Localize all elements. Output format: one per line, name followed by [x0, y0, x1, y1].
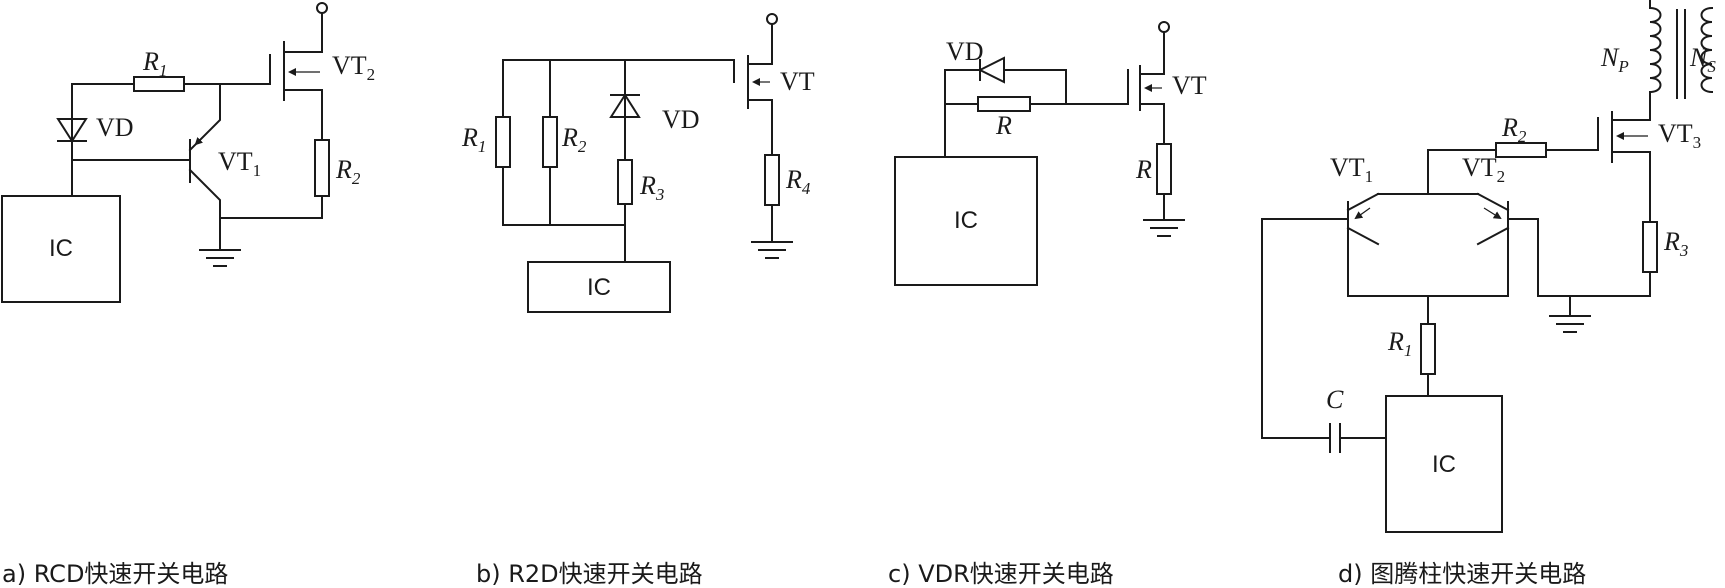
r2-label-b: R2: [561, 123, 587, 156]
ic-label-b: IC: [587, 274, 611, 301]
wire-d-cap-loop: [1261, 218, 1331, 439]
diode-vd-a: [56, 118, 88, 143]
r2-label-a: R2: [335, 155, 361, 188]
wire-a-left: [71, 83, 133, 161]
wire-c-diode-left: [944, 69, 981, 105]
ic-label-d: IC: [1432, 451, 1456, 478]
ic-label-c: IC: [954, 207, 978, 234]
ic-block-c: [894, 156, 1038, 286]
panel-a: IC VD R1 VT1: [1, 2, 375, 588]
vt-label-b: VT: [780, 67, 815, 96]
resistor-r3-d: [1642, 221, 1658, 273]
resistor-r-c: [977, 96, 1031, 112]
caption-b: b) R2D快速开关电路: [476, 560, 703, 588]
caption-d: d) 图腾柱快速开关电路: [1338, 560, 1586, 588]
vt1-label-a: VT1: [218, 147, 261, 180]
transistor-vt1-d: [1261, 192, 1380, 246]
vd-label-c: VD: [946, 37, 984, 66]
wire-c-diode-right: [1003, 69, 1067, 105]
resistor-r1-d: [1420, 323, 1436, 375]
resistor-r1-b: [495, 116, 511, 168]
mosfet-vt-c: [1127, 21, 1170, 145]
caption-c: c) VDR快速开关电路: [888, 560, 1114, 588]
vt3-label-d: VT3: [1658, 119, 1701, 152]
mosfet-vt3-d: [1597, 101, 1651, 223]
vd-label-a: VD: [96, 113, 134, 142]
wire-d-pair-bottom: [1347, 235, 1509, 297]
resistor-r-source-c: [1156, 143, 1172, 195]
vd-label-b: VD: [662, 105, 700, 134]
r-source-label-c: R: [1135, 155, 1152, 184]
resistor-r4-b: [764, 154, 780, 206]
r4-label-b: R4: [785, 165, 811, 198]
resistor-r2-b: [542, 116, 558, 168]
ground-symbol-c: [1143, 193, 1185, 237]
transistor-vt2-d: [1476, 192, 1539, 246]
r3-label-b: R3: [639, 171, 664, 204]
c-label-d: C: [1326, 385, 1344, 414]
ic-label-a: IC: [49, 235, 73, 262]
panel-c: IC VD R VT R c) VDR快速开关电路: [888, 21, 1207, 588]
mosfet-vt2-a: [269, 2, 328, 141]
wire-c-ic-up: [944, 103, 979, 158]
ground-symbol-a: [199, 234, 241, 267]
resistor-r3-b: [617, 159, 633, 205]
wire-b-left-loop: [502, 59, 626, 226]
capacitor-c-d: [1329, 423, 1387, 453]
transformer-d: [1649, 0, 1714, 103]
vt2-label-d: VT2: [1462, 153, 1505, 186]
panel-d: NP NS VT3 R2 VT1: [1261, 0, 1716, 588]
caption-a: a) RCD快速开关电路: [2, 560, 228, 588]
transistor-vt1-a: [188, 83, 221, 236]
ic-block-d: [1385, 395, 1503, 533]
ic-block-b: [527, 261, 671, 313]
r1-label-d: R1: [1387, 327, 1412, 360]
panel-b: R1 R2 VD R3 IC VT R4 b): [461, 13, 815, 588]
ground-symbol-d: [1549, 295, 1591, 333]
resistor-r2-a: [314, 139, 330, 197]
np-label-d: NP: [1600, 43, 1629, 76]
mosfet-vt-b: [733, 13, 778, 156]
diode-vd-b: [609, 93, 641, 118]
ground-symbol-b: [751, 204, 793, 259]
ns-label-d: NS: [1689, 43, 1716, 76]
r2-label-d: R2: [1501, 113, 1527, 146]
vt-label-c: VT: [1172, 71, 1207, 100]
ic-block-a: [1, 195, 121, 303]
wire-d-r3-ground: [1537, 271, 1651, 297]
vt1-label-d: VT1: [1330, 153, 1373, 186]
r3-label-d: R3: [1663, 227, 1688, 260]
r1-label-b: R1: [461, 123, 486, 156]
vt2-label-a: VT2: [332, 51, 375, 84]
r1-label-a: R1: [142, 47, 167, 80]
diode-vd-c: [977, 56, 1005, 84]
r-label-c: R: [995, 111, 1012, 140]
